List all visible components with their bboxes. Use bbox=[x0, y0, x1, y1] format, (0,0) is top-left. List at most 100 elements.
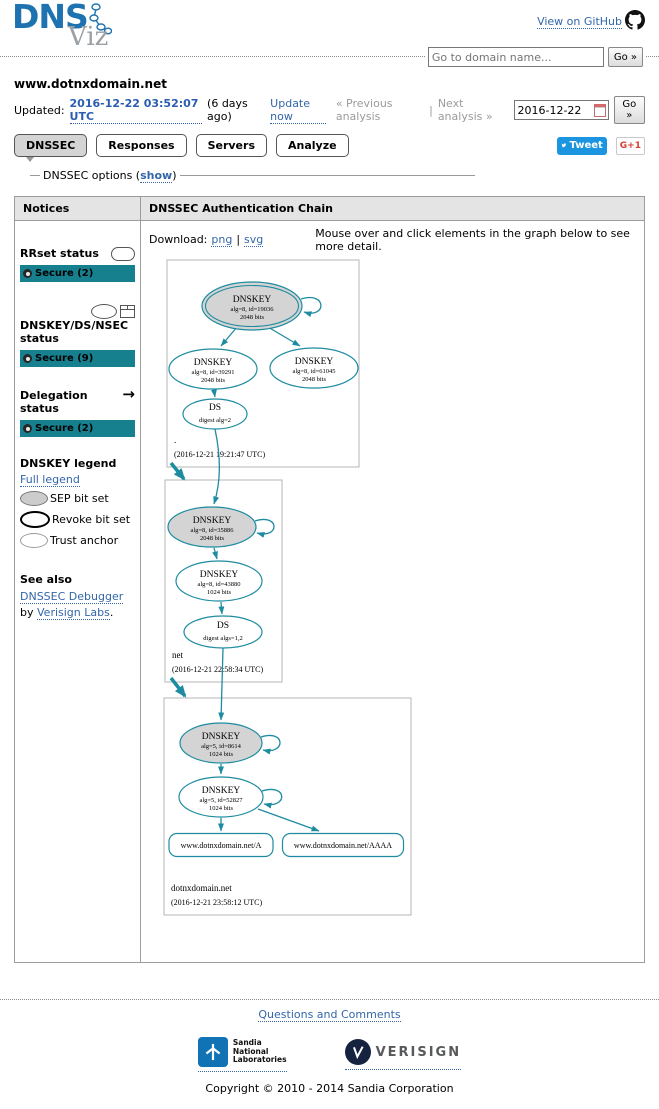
svg-text:alg=8, id=61045: alg=8, id=61045 bbox=[292, 368, 335, 375]
status-badge[interactable]: Secure (2) bbox=[20, 265, 135, 282]
updated-ago: (6 days ago) bbox=[207, 97, 248, 123]
search-input[interactable] bbox=[427, 47, 604, 67]
graph-edge bbox=[220, 326, 238, 347]
tab-analyze[interactable]: Analyze bbox=[276, 134, 349, 157]
tab-responses[interactable]: Responses bbox=[96, 134, 187, 157]
page-header: DNS Viz View on GitHub Go » bbox=[0, 0, 659, 68]
zone-timestamp: (2016-12-21 19:21:47 UTC) bbox=[174, 450, 265, 459]
search-go-button[interactable]: Go » bbox=[607, 47, 643, 67]
graph-edge bbox=[254, 518, 275, 538]
graph-node-www-dotnxdomain-net-aaaa[interactable]: www.dotnxdomain.net/AAAA bbox=[281, 832, 405, 858]
svg-text:alg=8, id=43880: alg=8, id=43880 bbox=[197, 581, 240, 588]
graph-edge bbox=[218, 601, 225, 615]
svg-text:www.dotnxdomain.net/AAAA: www.dotnxdomain.net/AAAA bbox=[294, 841, 392, 850]
svg-text:alg=5, id=52827: alg=5, id=52827 bbox=[199, 797, 243, 804]
legend-item-sep: SEP bit set bbox=[20, 491, 135, 506]
svg-text:DNSKEY: DNSKEY bbox=[194, 358, 233, 368]
svg-text:DNSKEY: DNSKEY bbox=[202, 786, 241, 796]
calendar-icon[interactable] bbox=[593, 104, 606, 117]
auth-chain-header: DNSSEC Authentication Chain bbox=[141, 197, 644, 221]
lock-icon bbox=[23, 424, 32, 433]
verisign-check-icon bbox=[344, 1039, 371, 1065]
zone-label: dotnxdomain.net bbox=[171, 883, 232, 893]
dnssec-debugger-link[interactable]: DNSSEC Debugger bbox=[20, 589, 124, 604]
lock-icon bbox=[23, 354, 32, 363]
graph-edge bbox=[260, 734, 281, 755]
svg-text:DS: DS bbox=[217, 621, 229, 631]
svg-text:DNSKEY: DNSKEY bbox=[193, 516, 232, 526]
svg-text:1024 bits: 1024 bits bbox=[209, 805, 233, 812]
graph-node-www-dotnxdomain-net-a[interactable]: www.dotnxdomain.net/A bbox=[168, 832, 274, 858]
zone-cluster-net bbox=[164, 479, 283, 683]
status-badge[interactable]: Secure (2) bbox=[20, 420, 135, 437]
updated-timestamp-link[interactable]: 2016-12-22 03:52:07 UTC bbox=[69, 97, 203, 124]
github-octocat-icon[interactable] bbox=[625, 10, 645, 33]
tab-servers[interactable]: Servers bbox=[195, 134, 267, 157]
logo-dns-text: DNS bbox=[12, 0, 89, 36]
tab-dnssec[interactable]: DNSSEC bbox=[14, 134, 88, 162]
svg-text:DNSKEY: DNSKEY bbox=[202, 732, 241, 742]
update-now-link[interactable]: Update now bbox=[270, 97, 326, 124]
svg-text:2048 bits: 2048 bits bbox=[200, 535, 224, 542]
dnssec-options-fieldset: DNSSEC options (show) bbox=[30, 169, 475, 183]
view-on-github-link[interactable]: View on GitHub bbox=[537, 14, 622, 29]
graph-edge bbox=[210, 389, 217, 398]
dnsviz-logo[interactable]: DNS Viz bbox=[12, 0, 142, 56]
graph-instruction: Mouse over and click elements in the gra… bbox=[315, 227, 630, 253]
logo-nodes-icon bbox=[86, 2, 113, 39]
svg-text:2048 bits: 2048 bits bbox=[302, 376, 326, 383]
legend-item-label: Revoke bit set bbox=[52, 513, 131, 526]
gplus-button[interactable]: G+1 bbox=[615, 136, 645, 155]
svg-text:digest algs=1,2: digest algs=1,2 bbox=[203, 635, 242, 642]
graph-edge bbox=[218, 647, 225, 721]
svg-text:alg=8, id=19036: alg=8, id=19036 bbox=[230, 306, 274, 313]
dnskey-shape-icon bbox=[91, 304, 117, 319]
zone-cluster-dotnxdomain.net bbox=[163, 697, 412, 916]
download-pipe: | bbox=[236, 233, 241, 246]
status-badge-label: Secure (9) bbox=[35, 353, 94, 364]
questions-comments-link[interactable]: Questions and Comments bbox=[258, 1008, 401, 1022]
next-analysis-link[interactable]: Next analysis » bbox=[437, 97, 493, 123]
previous-analysis-link[interactable]: « Previous analysis bbox=[335, 97, 393, 123]
options-show-link[interactable]: show bbox=[140, 169, 173, 183]
delegation-edge bbox=[169, 461, 186, 481]
verisign-logo-text: VERISIGN bbox=[375, 1044, 462, 1060]
see-also-title: See also bbox=[20, 573, 72, 586]
download-png-link[interactable]: png bbox=[211, 233, 233, 247]
updated-label: Updated: bbox=[14, 103, 65, 117]
legend-oval-icon bbox=[20, 533, 48, 548]
dnssec-graph[interactable]: .(2016-12-21 19:21:47 UTC)net(2016-12-21… bbox=[149, 253, 619, 953]
svg-text:DNSKEY: DNSKEY bbox=[295, 357, 334, 367]
delegation-edge bbox=[169, 676, 187, 698]
graph-node-ds-digest-algs-1-2[interactable]: DS digest algs=1,2 bbox=[183, 615, 263, 649]
download-svg-link[interactable]: svg bbox=[244, 233, 264, 247]
full-legend-link[interactable]: Full legend bbox=[20, 473, 80, 487]
graph-edge bbox=[212, 547, 218, 560]
date-go-button[interactable]: Go » bbox=[613, 96, 646, 124]
lock-icon bbox=[23, 269, 32, 278]
see-also-period: . bbox=[109, 606, 114, 619]
svg-text:1024 bits: 1024 bits bbox=[209, 751, 233, 758]
svg-text:digest alg=2: digest alg=2 bbox=[199, 417, 231, 424]
verisign-labs-link[interactable]: Verisign Labs bbox=[37, 606, 110, 620]
svg-text:2048 bits: 2048 bits bbox=[240, 314, 264, 321]
tweet-button[interactable]: Tweet bbox=[556, 136, 607, 155]
analysis-date-input[interactable] bbox=[513, 100, 609, 120]
status-badge[interactable]: Secure (9) bbox=[20, 350, 135, 367]
section-title: DNSKEY/DS/NSEC status bbox=[20, 319, 129, 345]
verisign-logo[interactable]: VERISIGN bbox=[344, 1039, 462, 1070]
download-label: Download: bbox=[149, 233, 208, 246]
status-badge-label: Secure (2) bbox=[35, 423, 94, 434]
